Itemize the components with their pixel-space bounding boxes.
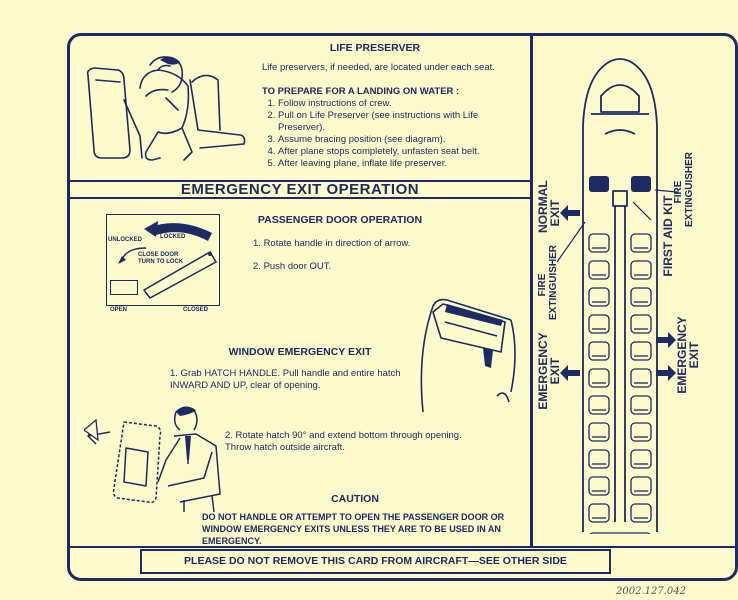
door-handle	[142, 250, 218, 299]
seat-left-row-4	[588, 314, 610, 334]
exit-operation-title: EMERGENCY EXIT OPERATION	[180, 181, 420, 198]
seat-left-row-9	[588, 449, 610, 469]
window-exit-title: WINDOW EMERGENCY EXIT	[228, 346, 372, 358]
emergency-exit-arrow-right-2	[656, 365, 676, 381]
seat-right-row-1	[630, 233, 652, 253]
life-preserver-intro: Life preservers, if needed, are located …	[262, 62, 495, 73]
life-preserver-title: LIFE PRESERVER	[329, 42, 421, 54]
hatch-illustration	[420, 298, 516, 413]
door-step-1-text: Rotate handle in direction of arrow.	[263, 238, 411, 249]
window-step-2: 2. Rotate hatch 90° and extend bottom th…	[225, 430, 462, 453]
door-step-2: 2. Push door OUT.	[253, 261, 332, 272]
seat-right-row-11	[630, 503, 652, 523]
fire-extinguisher-right-label: FIRE EXTINGUISHER	[673, 152, 695, 232]
emergency-exit-left-text: EMERGENCY EXIT	[536, 332, 562, 410]
seat-left-row-5	[588, 341, 610, 361]
seat-right-row-6	[630, 368, 652, 388]
label-close-door: CLOSE DOOR	[138, 252, 179, 258]
cockpit-seat-right	[631, 176, 651, 192]
normal-exit-text: NORMAL EXIT	[536, 180, 562, 233]
seat-right-row-10	[630, 476, 652, 496]
label-open: OPEN	[110, 307, 128, 313]
door-handle-diagram	[106, 214, 220, 306]
seat-left-row-10	[588, 476, 610, 496]
water-step-1: Follow instructions of crew.	[278, 98, 524, 110]
divider-bottom	[70, 546, 735, 548]
label-locked: LOCKED	[160, 234, 186, 240]
emergency-exit-arrow-left	[560, 365, 580, 381]
footer-notice: PLEASE DO NOT REMOVE THIS CARD FROM AIRC…	[140, 549, 611, 574]
card-border	[67, 33, 738, 581]
fire-extinguisher-right-text: FIRE EXTINGUISHER	[673, 151, 695, 227]
door-step-1: 1. Rotate handle in direction of arrow.	[253, 238, 411, 249]
door-rotate-arrow	[144, 221, 212, 241]
label-turn-to-lock: TURN TO LOCK	[138, 259, 184, 265]
emergency-exit-left-label: EMERGENCY EXIT	[536, 316, 562, 426]
water-step-5: After leaving plane, inflate life preser…	[278, 158, 524, 170]
emergency-exit-arrow-right-1	[656, 332, 676, 348]
seat-right-row-4	[630, 314, 652, 334]
divider-top	[70, 180, 530, 182]
emergency-exit-right-text: EMERGENCY EXIT	[675, 316, 701, 394]
divider-mid	[70, 197, 530, 199]
label-unlocked: UNLOCKED	[108, 237, 142, 243]
rear-bench-seat	[589, 532, 651, 534]
seat-right-row-2	[630, 260, 652, 280]
hatch-removal-illustration	[84, 406, 221, 512]
seat-left-row-7	[588, 395, 610, 415]
door-placard	[110, 280, 138, 295]
window-step-1: 1. Grab HATCH HANDLE. Pull handle and en…	[170, 368, 401, 391]
seat-left-row-2	[588, 260, 610, 280]
normal-exit-arrow	[560, 205, 580, 221]
water-landing-steps: Follow instructions of crew. Pull on Lif…	[262, 98, 524, 170]
water-step-2: Pull on Life Preserver (see instructions…	[278, 110, 524, 134]
caution-text: DO NOT HANDLE OR ATTEMPT TO OPEN THE PAS…	[202, 512, 505, 546]
seat-left-row-11	[588, 503, 610, 523]
door-step-2-text: Push door OUT.	[263, 261, 332, 272]
label-closed: CLOSED	[183, 307, 209, 313]
normal-exit-label: NORMAL EXIT	[536, 178, 562, 248]
divider-vertical	[530, 36, 533, 548]
seat-right-row-8	[630, 422, 652, 442]
brace-position-illustration	[86, 56, 246, 161]
seat-right-row-7	[630, 395, 652, 415]
passenger-door-title: PASSENGER DOOR OPERATION	[257, 214, 423, 226]
catalog-number: 2002.127.042	[616, 586, 686, 597]
emergency-exit-right-label: EMERGENCY EXIT	[675, 310, 701, 400]
seat-right-row-3	[630, 287, 652, 307]
water-landing-subhead: TO PREPARE FOR A LANDING ON WATER :	[262, 86, 460, 97]
water-step-3: Assume bracing position (see diagram).	[278, 134, 524, 146]
caution-title: CAUTION	[331, 493, 379, 505]
seat-left-row-3	[588, 287, 610, 307]
seat-left-row-1	[588, 233, 610, 253]
seat-left-row-8	[588, 422, 610, 442]
fire-extinguisher-left-text: FIRE EXTINGUISHER	[537, 244, 559, 320]
cabin-leader-lines	[556, 189, 678, 263]
water-step-4: After plane stops completely, unfasten s…	[278, 146, 524, 158]
seat-right-row-9	[630, 449, 652, 469]
seat-right-row-5	[630, 341, 652, 361]
seat-left-row-6	[588, 368, 610, 388]
cockpit-seat-left	[589, 176, 609, 192]
door-turn-arrow	[118, 247, 147, 264]
cabin-map	[582, 58, 658, 534]
